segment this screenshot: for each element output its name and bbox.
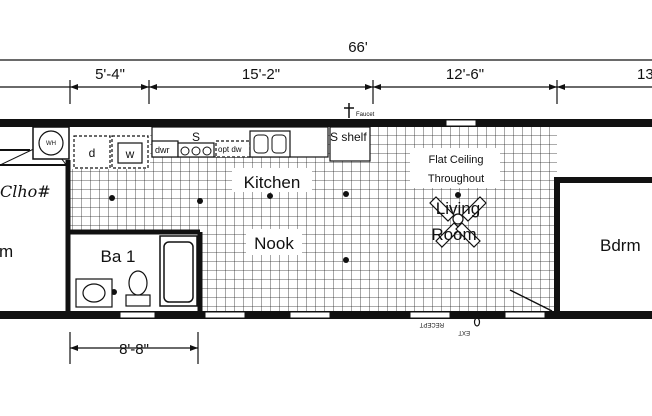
room-label-kitchen: Kitchen <box>244 173 301 192</box>
dim-segment-2: 15'-2" <box>242 66 280 83</box>
room-label-bath: Ba 1 <box>101 247 136 266</box>
nook-label-clear <box>246 229 302 255</box>
ceiling-note-1: Flat Ceiling <box>428 154 483 166</box>
dim-bath-width: 8'-8" <box>119 341 149 358</box>
ext-note: EXT <box>458 329 470 335</box>
dryer-label: d <box>89 146 96 160</box>
recept-note: RECEPT <box>419 321 444 327</box>
room-label-living-2: Room <box>431 225 476 244</box>
stove-burners <box>180 146 212 156</box>
svg-text:WH: WH <box>46 141 56 147</box>
bath-label-clear <box>96 241 140 267</box>
living-area-clear <box>410 148 500 188</box>
recept-icon <box>473 317 481 327</box>
laundry <box>73 135 149 169</box>
dimension-arrows <box>70 84 565 351</box>
shelf-label: S shelf <box>330 130 367 144</box>
washer-label: w <box>125 147 135 161</box>
room-label-bedroom: Bdrm <box>600 236 641 255</box>
handwritten-note: Clho# <box>0 182 51 201</box>
lavatory <box>75 278 113 308</box>
opt-dw-label: opt dw <box>218 145 242 154</box>
ceiling-note-2: Throughout <box>428 173 484 185</box>
room-label-left-fragment: m <box>0 242 13 261</box>
dimension-lines <box>0 59 652 364</box>
sink <box>253 134 287 154</box>
dim-overall-length: 66' <box>348 39 368 56</box>
ceiling-fan-icon <box>429 196 487 248</box>
water-heater: WH <box>32 126 70 160</box>
dishwasher-label: dwr <box>155 145 170 155</box>
window-openings <box>119 119 546 319</box>
room-label-nook: Nook <box>254 234 294 253</box>
interior-walls <box>0 149 652 311</box>
dim-segment-4: 13 <box>637 66 652 83</box>
dim-segment-1: 5'-4" <box>95 66 125 83</box>
stove-label: S <box>192 130 200 144</box>
faucet-note: Faucet <box>356 112 375 118</box>
faucet-icon <box>344 103 354 118</box>
dim-segment-3: 12'-6" <box>446 66 484 83</box>
toilet <box>125 270 151 307</box>
bathtub <box>159 235 198 307</box>
room-label-living-1: Living <box>436 199 480 218</box>
kitchen-label-clear <box>232 168 312 192</box>
